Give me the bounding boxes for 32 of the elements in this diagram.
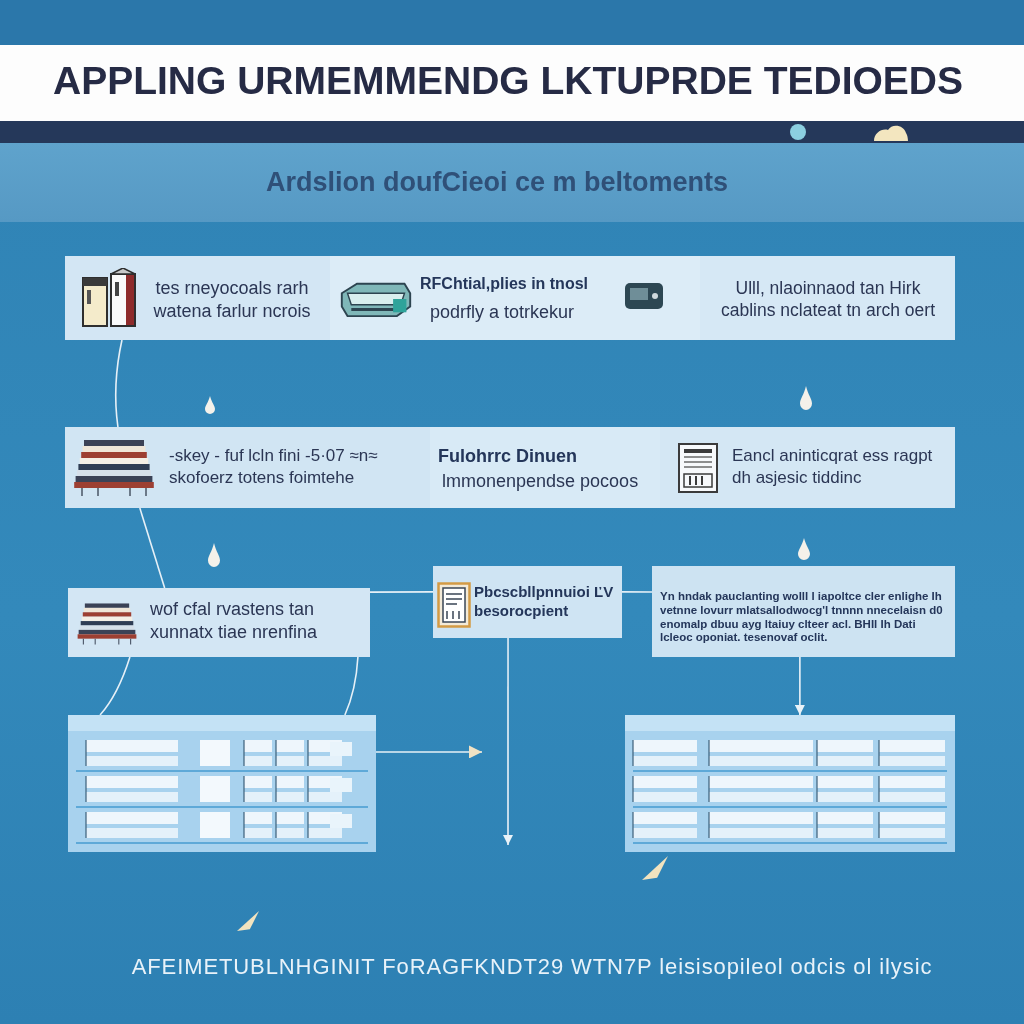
box-heading: RFChtial,plies in tnosl xyxy=(420,274,589,294)
box-text: tes rneyocoals rarh watena farlur ncrois xyxy=(152,277,312,324)
info-box xyxy=(65,427,430,508)
info-box xyxy=(660,427,955,508)
box-text: podrfly a totrkekur xyxy=(430,301,576,324)
info-box xyxy=(68,588,370,657)
connector-line xyxy=(99,656,131,716)
info-box xyxy=(65,256,330,340)
box-text: lmmonenpendse pocoos xyxy=(442,470,640,493)
info-box xyxy=(700,256,955,340)
box-text: Ulll, nlaoinnaod tan Hirk cablins nclateat tn arch oert xyxy=(720,277,936,322)
box-text: Eancl aninticqrat ess ragpt dh asjesic tiddinc xyxy=(732,445,934,489)
caption: AFEIMETUBLNHGINIT FoRAGFKNDT29 WTN7P leisisopileol odcis ol ilysic xyxy=(130,954,934,980)
connector-line xyxy=(139,507,166,589)
box-text: wof cfal rvastens tan xunnatx tiae nrenfina xyxy=(150,598,319,645)
box-text: -skey - fuf lcln fini -5·07 ≈n≈ skofoerz totens foimtehe xyxy=(169,445,379,489)
info-box xyxy=(652,566,955,657)
title: APPLING URMEMMENDG LKTUPRDE TEDIOEDS xyxy=(52,59,964,103)
connector-line xyxy=(369,591,434,593)
subtitle: Ardslion doufCieoi ce m beltoments xyxy=(264,167,729,198)
arrow xyxy=(503,637,513,846)
info-box xyxy=(330,256,700,340)
box-heading: Fulohrrc Dinuen xyxy=(438,445,578,468)
box-text: Pbcscbllpnnuioi ĽV besorocpient xyxy=(474,582,615,621)
connector-line xyxy=(621,591,653,593)
connector-line xyxy=(344,656,359,716)
connector-line xyxy=(114,339,123,428)
info-box xyxy=(433,566,622,638)
info-box xyxy=(430,427,660,508)
box-text: Yn hndak pauclanting wolll l iapoltce cler enlighe Ih vetnne lovurr mlatsallodwocg'l tnnnn nnecelaisn d0 enomalp dbuu ayg ltaiuy clteer acl. BHIl Ih Dati lcleoc oponiat. tesenovaf oclit. xyxy=(660,590,944,646)
arrow xyxy=(794,656,805,716)
arrow xyxy=(375,745,483,759)
